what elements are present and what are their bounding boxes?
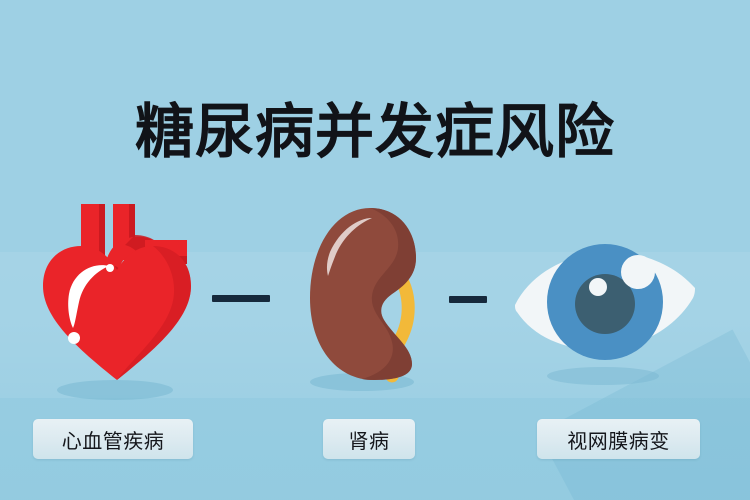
eye-icon [515, 244, 695, 385]
connector-dash-2 [449, 296, 487, 303]
connector-dash-1 [212, 295, 270, 302]
icon-row [0, 190, 750, 400]
kidney-icon [310, 208, 416, 391]
node-cardiovascular[interactable] [35, 190, 200, 400]
heart-icon [43, 204, 191, 400]
label-chip-nephropathy[interactable]: 肾病 [323, 419, 415, 459]
node-retinopathy[interactable] [505, 190, 705, 400]
page-title: 糖尿病并发症风险 [134, 99, 615, 165]
label-chip-cardiovascular[interactable]: 心血管疾病 [33, 419, 193, 459]
label-chip-retinopathy[interactable]: 视网膜病变 [537, 419, 700, 459]
node-nephropathy[interactable] [300, 190, 450, 400]
